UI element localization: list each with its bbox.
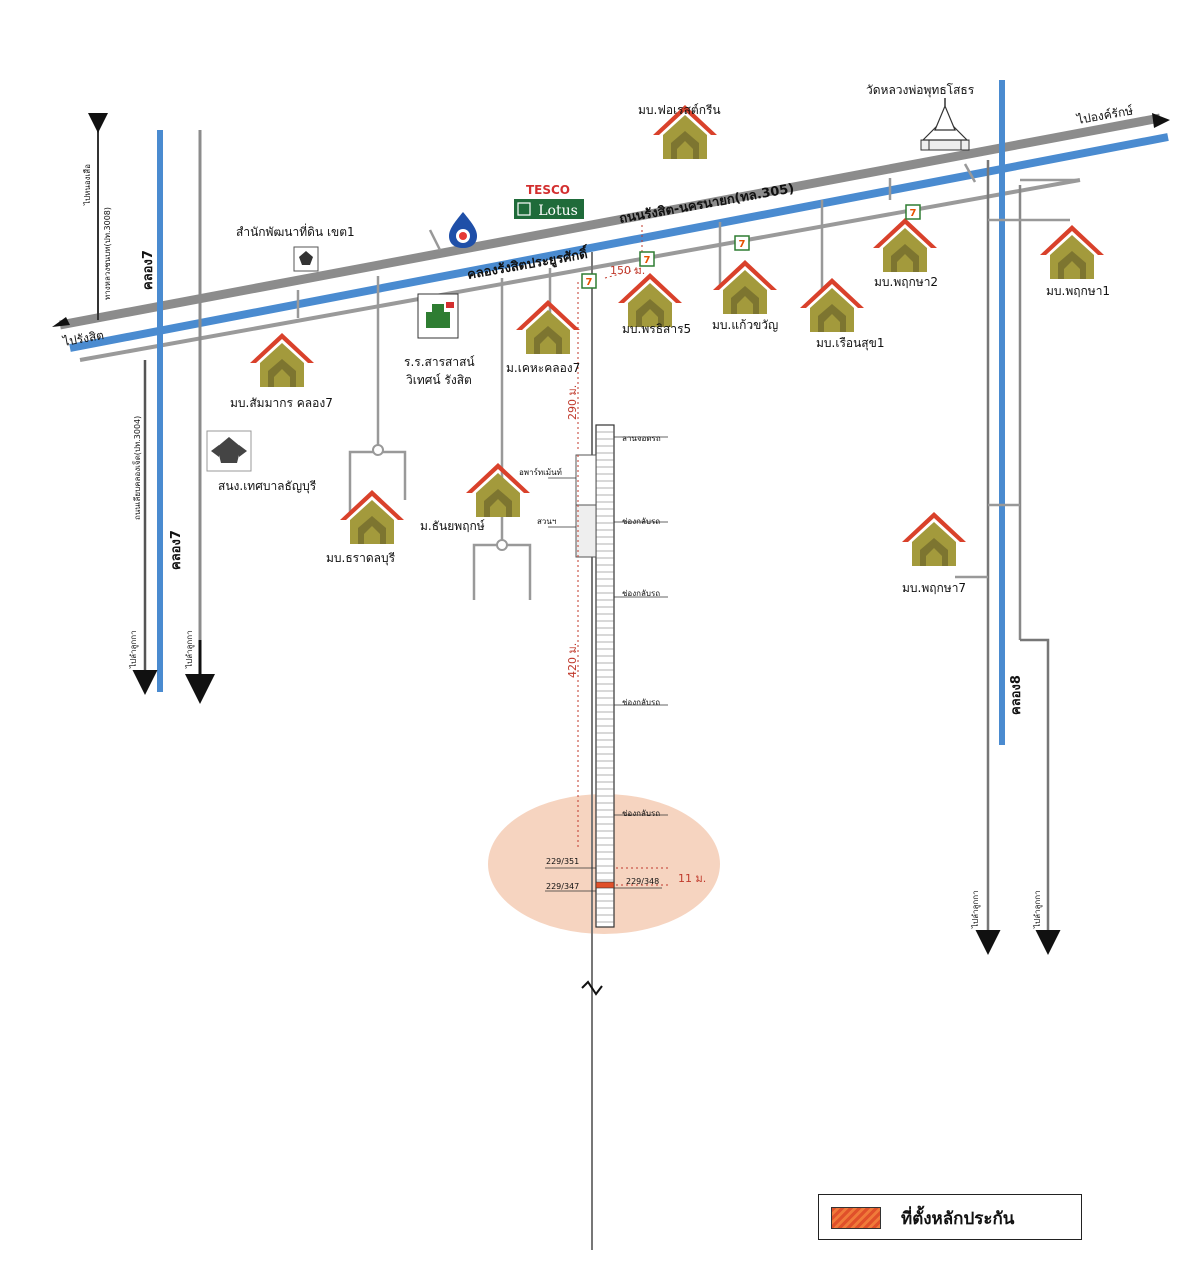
- to-lam-luk-ka-label-2: ไปลำลูกกา: [185, 630, 195, 669]
- seven-eleven-icon-4: [581, 273, 597, 289]
- house-icon-phruksa7: [902, 512, 966, 566]
- lotus-text: Lotus: [538, 203, 578, 219]
- tesco-text: TESCO: [526, 183, 570, 197]
- house-icon-sammakorn: [250, 333, 314, 387]
- distance-11-label: 11 ม.: [678, 872, 706, 885]
- garden-label: สวนฯ: [537, 517, 556, 526]
- side-road-2-node: [372, 444, 384, 456]
- to-nong-suea-label: ไปหนองเสือ: [83, 164, 92, 206]
- phruksa2-label: มบ.พฤกษา2: [874, 275, 938, 289]
- apartment-block: [575, 454, 597, 506]
- uturn-label-3: ช่องกลับรถ: [622, 698, 660, 707]
- house-icon-phruksa1: [1040, 225, 1104, 279]
- gas-station-icon: [449, 212, 477, 248]
- parking-label: ลานจอดรถ: [622, 434, 661, 443]
- to-lam-luk-ka-label-3: ไปลำลูกกา: [971, 890, 981, 929]
- uturn-label-1: ช่องกลับรถ: [622, 517, 660, 526]
- house-icon-kaewkhwan: [713, 260, 777, 314]
- side-road-9: [963, 163, 977, 183]
- distance-150-label: 150 ม.: [610, 264, 645, 277]
- tharadol-label: มบ.ธราดลบุรี: [326, 551, 396, 566]
- soi-building-strip: [595, 424, 615, 928]
- soi-break-mark: [581, 980, 603, 996]
- sammakorn-label: มบ.สัมมากร คลอง7: [230, 396, 333, 410]
- uturn-label-2: ช่องกลับรถ: [622, 589, 660, 598]
- phruksa1-label: มบ.พฤกษา1: [1046, 284, 1110, 298]
- kaewkhwan-label: มบ.แก้วขวัญ: [712, 318, 778, 332]
- municipality-emblem-icon: [206, 430, 252, 472]
- legend-box: ที่ตั้งหลักประกัน: [818, 1194, 1082, 1240]
- temple-label: วัดหลวงพ่อพุทธโสธร: [866, 83, 975, 98]
- house-icon-reuansuk: [800, 278, 864, 332]
- to-lam-luk-ka-label-1: ไปลำลูกกา: [129, 630, 139, 669]
- tesco-lotus-logo: TESCO Lotus: [512, 182, 584, 219]
- khetha-label: ม.เคหะคลอง7: [506, 361, 580, 375]
- phruksa7-label: มบ.พฤกษา7: [902, 581, 966, 595]
- distance-420-label: 420 ม.: [566, 643, 579, 678]
- land-office-emblem-icon: [293, 246, 319, 272]
- legend-label: ที่ตั้งหลักประกัน: [901, 1209, 1015, 1229]
- distance-290-label: 290 ม.: [566, 385, 579, 420]
- garden-block: [575, 504, 597, 558]
- road-3008-label: ทางหลวงชนบท(ปท.3008): [103, 207, 112, 300]
- distance-guide-150: [604, 267, 643, 279]
- seven-eleven-icon-2: [734, 235, 750, 251]
- strip-ticks: [596, 431, 614, 923]
- canal7-top-label: คลอง7: [141, 250, 156, 290]
- forest-green-label: มบ.ฟอเรสต์กรีน: [638, 103, 721, 117]
- house-351-label: 229/351: [546, 857, 579, 866]
- canal8-label: คลอง8: [1009, 675, 1024, 715]
- main-road-label: ถนนรังสิต-นครนายก(ทล.305): [618, 181, 795, 227]
- reuansuk-label: มบ.เรือนสุข1: [816, 336, 884, 351]
- house-348-label: 229/348: [626, 877, 659, 886]
- to-lam-luk-ka-label-4: ไปลำลูกกา: [1033, 890, 1043, 929]
- seven-eleven-icon-1: [905, 204, 921, 220]
- house-icon-phruksa5: [618, 273, 682, 327]
- school-icon: [417, 293, 459, 339]
- school-label-2: วิเทศน์ รังสิต: [406, 373, 472, 387]
- land-office-label: สำนักพัฒนาที่ดิน เขต1: [236, 223, 355, 239]
- side-road-3-node: [496, 539, 508, 551]
- target-plot: [595, 881, 615, 889]
- road-3004-label: ถนนเลียบคลองเจ็ด(ปท.3004): [132, 416, 142, 520]
- arrow-to-ongkharak: [1152, 113, 1170, 128]
- side-road-5: [428, 229, 442, 251]
- phruksa5-label: มบ.พรธิสาร5: [622, 322, 691, 336]
- side-road-3-loop: [472, 543, 532, 600]
- house-icon-phruksa2: [873, 218, 937, 272]
- right-road-3: [1020, 638, 1061, 955]
- uturn-label-4: ช่องกลับรถ: [622, 809, 660, 818]
- main-road-line: [59, 113, 1161, 330]
- arrow-to-rangsit: [52, 317, 70, 327]
- municipality-label: สนง.เทศบาลธัญบุรี: [218, 479, 317, 494]
- thanyaphruk-label: ม.ธันยพฤกษ์: [420, 519, 485, 533]
- temple-icon: [920, 98, 970, 151]
- canal7-bottom-label: คลอง7: [169, 530, 184, 570]
- house-icon-khetha: [516, 300, 580, 354]
- canal-line: [69, 133, 1169, 352]
- house-347-label: 229/347: [546, 882, 579, 891]
- apartment-label: อพาร์ทเม้นท์: [519, 467, 562, 477]
- school-label-1: ร.ร.สารสาสน์: [404, 355, 475, 369]
- legend-swatch: [831, 1207, 881, 1229]
